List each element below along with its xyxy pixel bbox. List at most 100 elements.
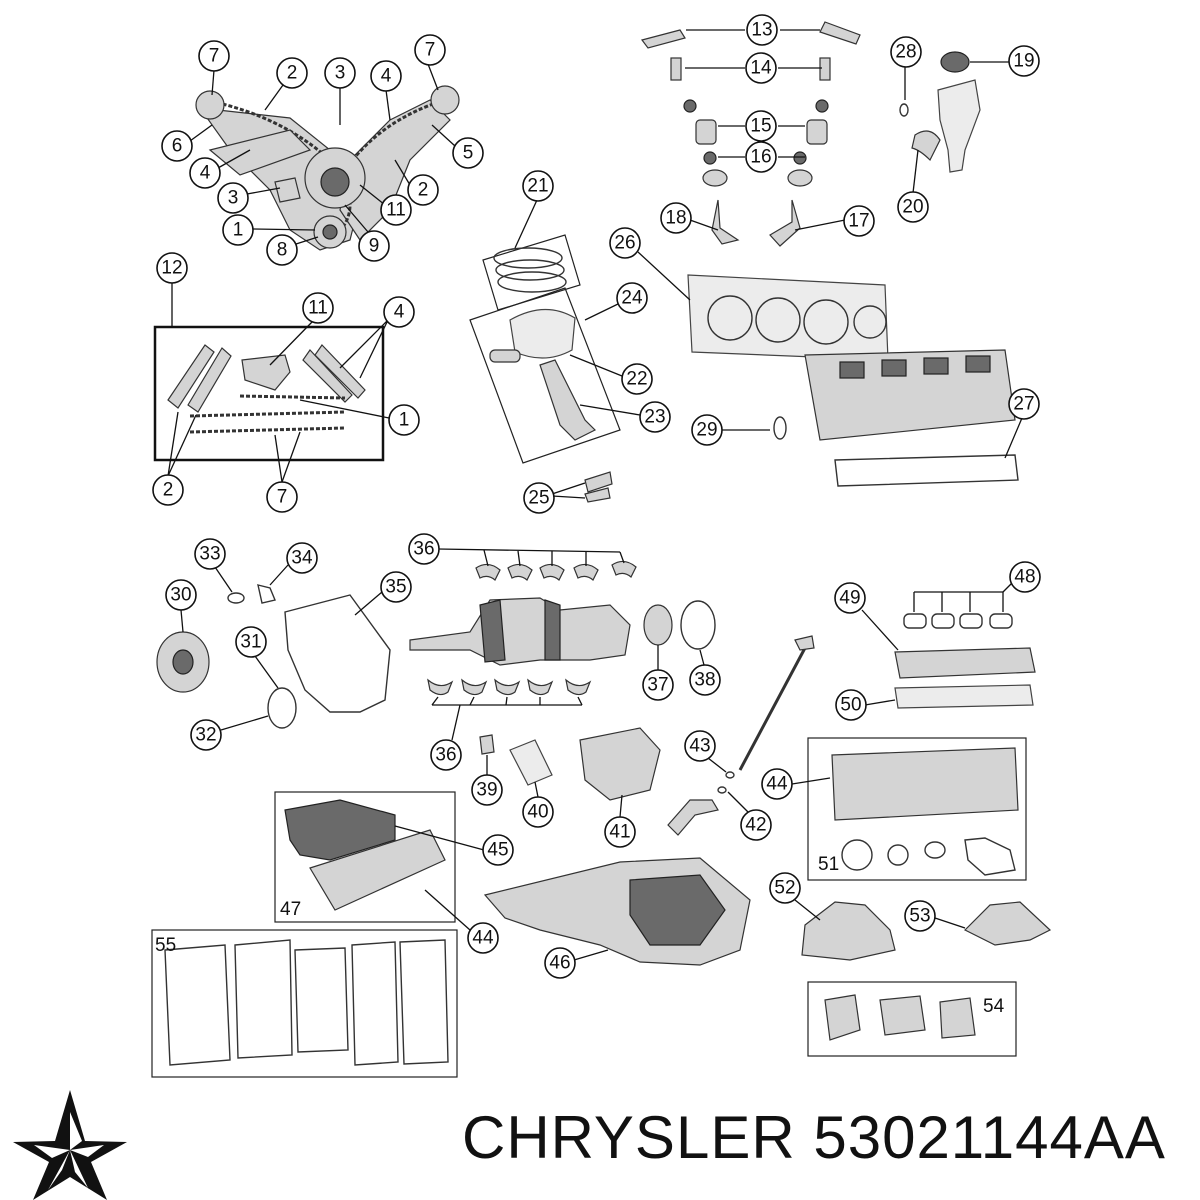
callout-28: 28 [890, 36, 922, 100]
svg-text:6: 6 [172, 136, 183, 157]
label-55: 55 [155, 935, 176, 956]
callout-19: 19 [970, 45, 1040, 77]
svg-text:15: 15 [750, 116, 771, 137]
callout-4a: 4 [370, 60, 402, 121]
callout-4c: 4 [339, 296, 415, 379]
svg-text:11: 11 [308, 298, 328, 319]
svg-text:36: 36 [413, 539, 434, 560]
callout-52: 52 [769, 872, 821, 921]
callout-26: 26 [609, 227, 691, 301]
callout-38: 38 [689, 649, 721, 696]
callout-2b: 2 [394, 159, 439, 206]
mount-set-box [807, 981, 1017, 1057]
callout-18: 18 [660, 202, 719, 234]
svg-text:4: 4 [381, 66, 392, 87]
callout-8: 8 [266, 234, 319, 266]
callout-36a: 36 [408, 533, 625, 567]
svg-text:42: 42 [745, 815, 766, 836]
valvetrain-parts [640, 21, 861, 247]
callout-11a: 11 [359, 184, 412, 226]
callout-16: 16 [718, 141, 805, 173]
svg-text:21: 21 [527, 176, 548, 197]
svg-text:17: 17 [848, 211, 869, 232]
svg-text:9: 9 [369, 236, 380, 257]
chrysler-pentastar-icon [13, 1090, 127, 1200]
callout-37: 37 [642, 645, 674, 701]
callout-41: 41 [604, 794, 636, 848]
callout-43: 43 [684, 730, 727, 773]
callout-4b: 4 [189, 149, 251, 189]
svg-text:27: 27 [1013, 394, 1034, 415]
svg-text:11: 11 [386, 200, 406, 221]
svg-text:44: 44 [766, 774, 788, 795]
callout-53: 53 [904, 900, 966, 932]
oil-pan-gasket-parts [831, 747, 1019, 876]
oil-pan-gasket-box [807, 737, 1027, 881]
timing-kit-box [153, 325, 385, 462]
callout-44a: 44 [761, 768, 831, 800]
svg-text:4: 4 [394, 302, 405, 323]
callout-46: 46 [544, 947, 609, 979]
svg-text:35: 35 [385, 577, 406, 598]
svg-text:24: 24 [621, 288, 643, 309]
svg-text:7: 7 [209, 46, 220, 67]
svg-text:1: 1 [233, 220, 244, 241]
oil-pan-set-box [274, 791, 456, 923]
svg-text:53: 53 [909, 906, 930, 927]
callout-1a: 1 [222, 214, 316, 246]
gasket-set-box [151, 929, 458, 1078]
callout-2a: 2 [264, 57, 308, 111]
svg-text:26: 26 [614, 233, 635, 254]
exhaust-manifold-parts [894, 613, 1036, 709]
callout-29: 29 [691, 414, 770, 446]
svg-text:37: 37 [647, 675, 668, 696]
callout-45: 45 [394, 825, 514, 866]
callout-42: 42 [727, 791, 772, 841]
part-number-caption: CHRYSLER 53021144AA [462, 1104, 1166, 1171]
svg-text:34: 34 [291, 548, 313, 569]
callout-11b: 11 [269, 292, 334, 366]
timing-assembly [195, 85, 460, 251]
svg-text:50: 50 [840, 695, 861, 716]
callout-44b: 44 [424, 889, 499, 954]
svg-text:22: 22 [626, 369, 647, 390]
callout-49: 49 [834, 582, 899, 651]
callout-12: 12 [156, 252, 188, 327]
svg-text:3: 3 [335, 63, 346, 84]
svg-text:5: 5 [463, 143, 474, 164]
svg-text:1: 1 [399, 410, 410, 431]
callout-7c: 7 [266, 431, 301, 513]
callout-39: 39 [471, 755, 503, 806]
svg-text:18: 18 [665, 208, 686, 229]
front-cover-parts [156, 584, 391, 729]
callout-9: 9 [344, 204, 390, 262]
callout-25: 25 [523, 482, 586, 514]
callout-14: 14 [685, 52, 822, 84]
svg-text:12: 12 [161, 258, 182, 279]
callout-3a: 3 [324, 57, 356, 125]
callout-3b: 3 [217, 182, 281, 214]
crankshaft-parts [409, 560, 716, 696]
cylinder-head-parts [687, 274, 1019, 487]
callout-34: 34 [269, 542, 318, 586]
callout-7b: 7 [414, 34, 446, 91]
callout-6: 6 [161, 124, 213, 162]
svg-text:23: 23 [644, 407, 665, 428]
oil-pan-set-parts [284, 799, 446, 911]
oil-filler-parts [899, 51, 981, 173]
callout-20: 20 [897, 149, 929, 223]
svg-text:13: 13 [751, 20, 772, 41]
mount-set-parts [824, 994, 976, 1041]
svg-text:49: 49 [839, 588, 860, 609]
svg-text:41: 41 [609, 822, 630, 843]
svg-text:16: 16 [750, 147, 771, 168]
label-47: 47 [280, 899, 301, 920]
oil-system-parts [479, 635, 815, 836]
svg-text:45: 45 [487, 840, 508, 861]
callout-35: 35 [354, 571, 412, 616]
callout-36b: 36 [430, 696, 583, 771]
svg-text:2: 2 [418, 180, 429, 201]
svg-text:25: 25 [528, 488, 549, 509]
svg-text:38: 38 [694, 670, 715, 691]
